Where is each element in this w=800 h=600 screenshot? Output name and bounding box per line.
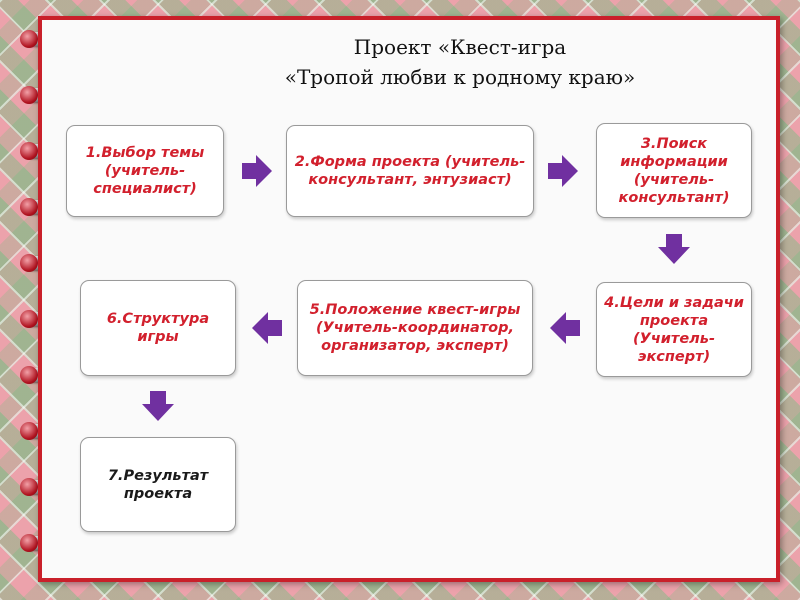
- arrow-left-icon: [252, 312, 282, 344]
- slide-title: Проект «Квест-игра «Тропой любви к родно…: [220, 32, 700, 92]
- step-number: 3.: [640, 135, 657, 152]
- step-number: 4.: [604, 294, 620, 311]
- step-text: Положение квест-игры (Учитель-координато…: [315, 302, 521, 354]
- step-text: Результат проекта: [123, 467, 209, 502]
- step-box-7: 7.Результат проекта: [80, 437, 236, 532]
- arrow-down-icon: [142, 391, 174, 421]
- step-text: Структура игры: [122, 311, 210, 345]
- title-line-1: Проект «Квест-игра: [353, 35, 567, 59]
- step-text: Цели и задачи проекта (Учитель-эксперт): [619, 294, 744, 365]
- step-number: 1.: [85, 145, 102, 161]
- step-number: 5.: [309, 302, 326, 318]
- arrow-right-icon: [242, 155, 272, 187]
- arrow-right-icon: [548, 155, 578, 187]
- step-box-2: 2.Форма проекта (учитель-консультант, эн…: [286, 125, 534, 217]
- step-box-4: 4.Цели и задачи проекта (Учитель-эксперт…: [596, 282, 752, 377]
- step-number: 7.: [107, 467, 124, 484]
- step-box-5: 5.Положение квест-игры (Учитель-координа…: [297, 280, 533, 376]
- arrow-down-icon: [658, 234, 690, 264]
- step-number: 6.: [106, 311, 123, 327]
- arrow-left-icon: [550, 312, 580, 344]
- step-text: Поиск информации (учитель-консультант): [618, 135, 730, 206]
- step-box-6: 6.Структура игры: [80, 280, 236, 376]
- step-text: Форма проекта (учитель-консультант, энту…: [308, 154, 526, 188]
- title-line-2: «Тропой любви к родному краю»: [284, 65, 636, 89]
- step-number: 2.: [294, 154, 311, 170]
- step-box-3: 3.Поиск информации (учитель-консультант): [596, 123, 752, 218]
- step-text: Выбор темы (учитель-специалист): [93, 145, 205, 197]
- step-box-1: 1.Выбор темы (учитель-специалист): [66, 125, 224, 217]
